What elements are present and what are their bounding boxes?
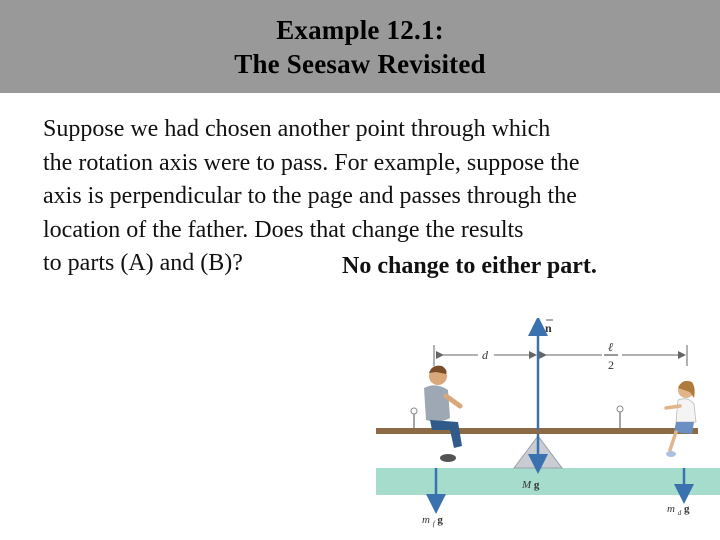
slide-title-bar: Example 12.1: The Seesaw Revisited: [0, 0, 720, 93]
question-line: location of the father. Does that change…: [43, 216, 524, 243]
distance-half-ell-dimension: ℓ 2: [539, 340, 688, 372]
peg-right-knob: [616, 405, 624, 413]
board-weight-label: M g: [521, 479, 540, 491]
seesaw-board: [376, 428, 698, 434]
question-line: to parts (A) and (B)?: [43, 250, 243, 276]
daughter-weight-label: m d g: [667, 503, 690, 518]
label-daughter-sub: d: [678, 509, 682, 517]
question-line: axis is perpendicular to the page and pa…: [43, 183, 577, 209]
answer-text: No change to either part.: [342, 253, 597, 279]
label-ell: ℓ: [608, 340, 613, 354]
label-father-mass: m: [422, 514, 430, 526]
father-weight-label: m f g: [422, 514, 443, 529]
father-figure: [424, 365, 463, 462]
seesaw-figure: d ℓ 2 n M g: [376, 318, 720, 529]
slide-title-line-1: Example 12.1:: [276, 14, 444, 45]
label-board-mass: M: [521, 479, 532, 491]
question-text: Suppose we had chosen another point thro…: [43, 113, 713, 281]
label-normal-force: n: [545, 321, 552, 335]
daughter-figure: [664, 380, 697, 457]
label-father-g: g: [437, 514, 443, 526]
ground: [376, 468, 720, 495]
question-line: the rotation axis were to pass. For exam…: [43, 149, 580, 176]
label-d: d: [482, 348, 489, 362]
label-board-g: g: [534, 479, 540, 491]
label-daughter-g: g: [684, 503, 690, 515]
label-daughter-mass: m: [667, 503, 675, 515]
distance-d-dimension: d: [433, 345, 537, 366]
label-half-denominator: 2: [608, 358, 614, 372]
slide-title-line-2: The Seesaw Revisited: [234, 48, 486, 79]
label-father-sub: f: [433, 520, 436, 528]
question-line: Suppose we had chosen another point thro…: [43, 116, 551, 142]
peg-left-knob: [410, 407, 418, 415]
